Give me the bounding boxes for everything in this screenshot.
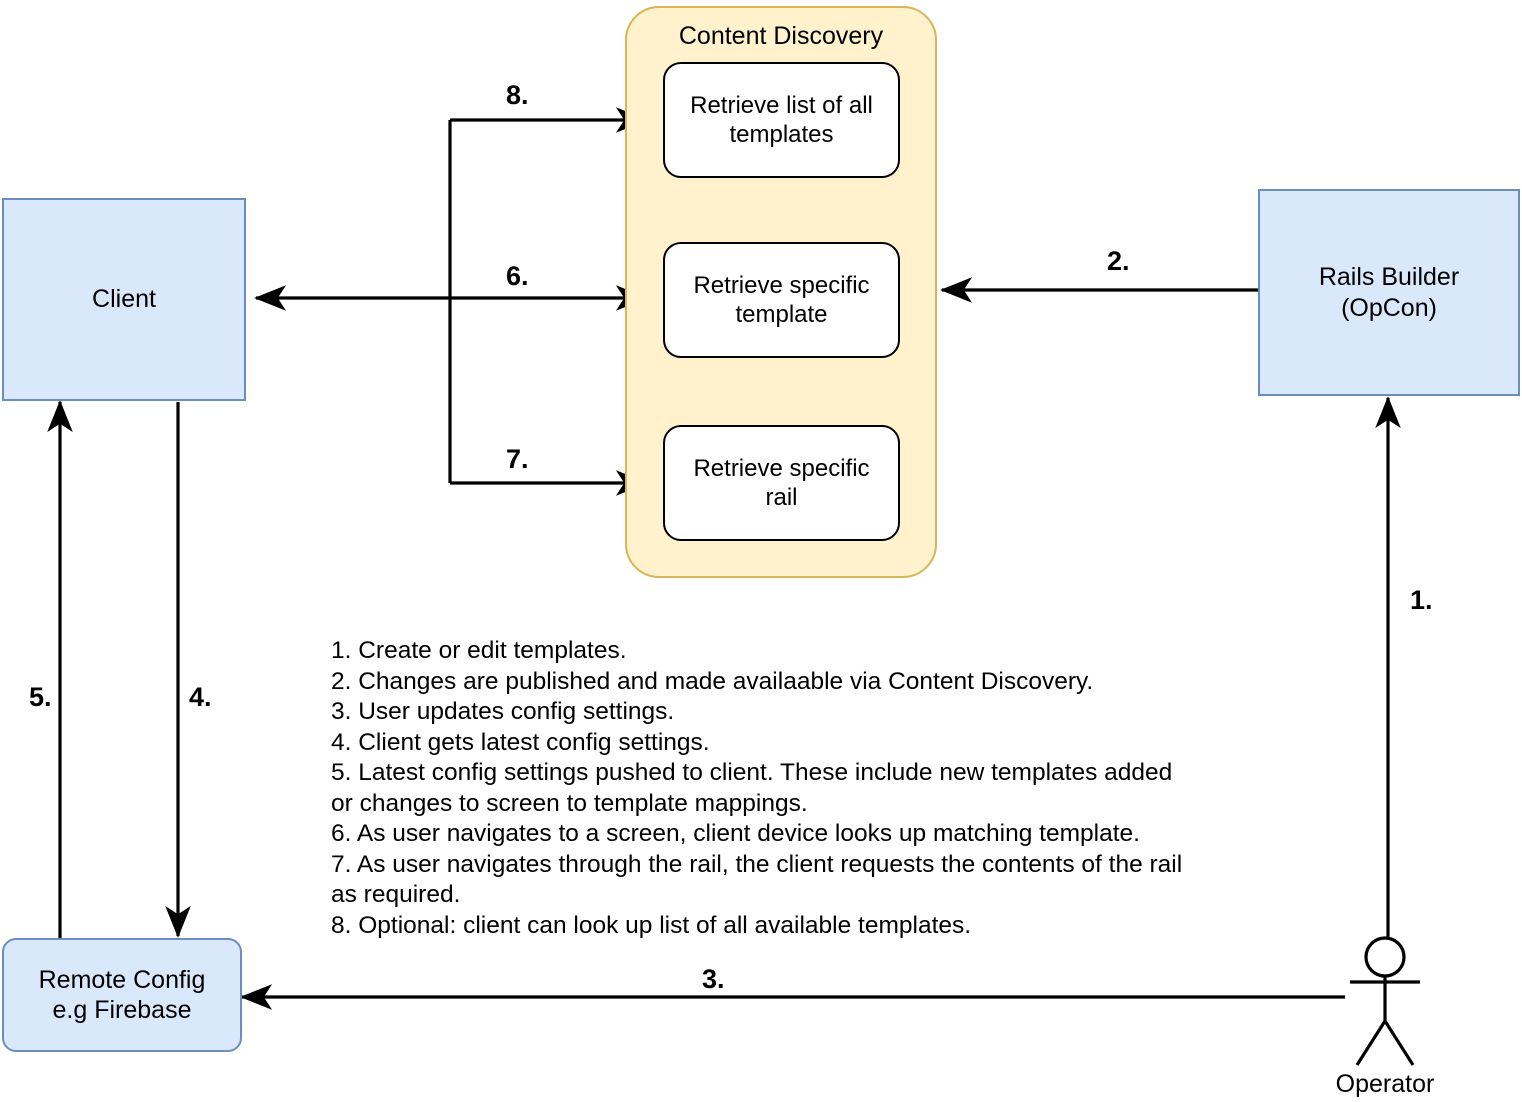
node-retrieve-all-templates[interactable]: Retrieve list of all templates — [663, 62, 900, 178]
edge-label-3: 3. — [702, 964, 725, 994]
edge-label-2: 2. — [1107, 246, 1130, 276]
operator-stick-figure — [1350, 936, 1420, 1066]
node-rails-builder-label-line1: Rails Builder — [1318, 263, 1460, 291]
content-discovery-title: Content Discovery — [678, 22, 884, 50]
legend-steps: 1. Create or edit templates. 2. Changes … — [331, 637, 1183, 939]
node-retrieve-specific-template[interactable]: Retrieve specific template — [663, 242, 900, 358]
edge-label-4: 4. — [189, 682, 212, 712]
node-retrieve-specific-rail-label: Retrieve specific rail — [693, 454, 870, 511]
node-client-label: Client — [92, 285, 156, 314]
node-rails-builder[interactable]: Rails Builder (OpCon) — [1258, 189, 1520, 396]
edge-client-trunk — [254, 107, 648, 496]
node-client[interactable]: Client — [2, 198, 246, 401]
node-retrieve-specific-rail[interactable]: Retrieve specific rail — [663, 425, 900, 541]
operator-label: Operator — [1335, 1070, 1435, 1098]
node-remote-config[interactable]: Remote Config e.g Firebase — [2, 938, 242, 1052]
node-retrieve-specific-template-label: Retrieve specific template — [693, 271, 870, 328]
node-remote-config-label-line1: Remote Config — [38, 965, 206, 994]
edge-label-5: 5. — [29, 682, 52, 712]
node-retrieve-all-templates-label: Retrieve list of all templates — [690, 91, 873, 148]
node-rails-builder-label-line2: (OpCon) — [1341, 293, 1437, 322]
edge-label-6: 6. — [506, 261, 529, 291]
edge-label-7: 7. — [506, 444, 529, 474]
node-remote-config-label-line2: e.g Firebase — [52, 996, 192, 1024]
edge-label-8: 8. — [506, 80, 529, 110]
edge-label-1: 1. — [1410, 585, 1433, 615]
